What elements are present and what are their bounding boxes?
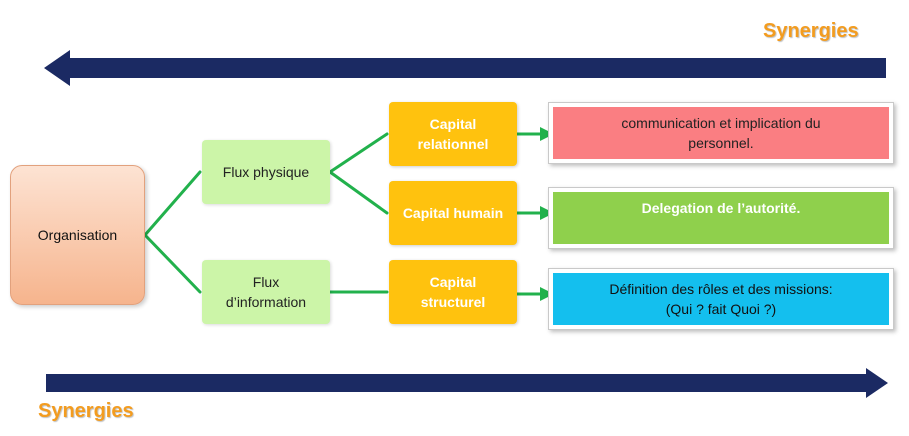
capital-relationnel-label-line2: relationnel [417,136,489,152]
communication-text-line2: personnel. [688,135,754,151]
connector-flux-physique-capital-relationnel [328,132,389,174]
arrowhead-delegation [540,206,554,220]
flux-information-label-line2: d’information [225,294,307,310]
definition-text-line1: Définition des rôles et des missions: [609,281,833,297]
arrowhead-definition [540,287,554,301]
capital-humain-node: Capital humain [389,181,517,245]
capital-structurel-label-line1: Capital [429,274,477,290]
connector-org-flux-physique [143,170,202,237]
delegation-text: Delegation de l’autorité. [641,200,801,216]
arrowhead-communication [540,127,554,141]
synergies-bottom-label: Synergies [38,400,134,422]
communication-text-line1: communication et implication du [621,115,821,131]
connector-flux-physique-capital-humain [328,170,389,215]
capital-relationnel-node: Capital relationnel [389,102,517,166]
synergies-top-label: Synergies [763,20,859,42]
connector-org-flux-information [143,233,202,294]
delegation-outcome-card: Delegation de l’autorité. [548,187,894,249]
capital-humain-label: Capital humain [402,205,504,221]
capital-structurel-node: Capital structurel [389,260,517,324]
flux-physique-label: Flux physique [222,164,310,180]
synergies-top-arrow [44,50,886,86]
organisation-label: Organisation [37,227,118,243]
definition-text-line2: (Qui ? fait Quoi ?) [665,301,777,317]
communication-outcome-card: communication et implication du personne… [548,102,894,164]
flux-information-label-line1: Flux [252,274,280,290]
organisation-node: Organisation [10,165,145,305]
capital-relationnel-label-line1: Capital [429,116,477,132]
definition-outcome-card: Définition des rôles et des missions: (Q… [548,268,894,330]
flux-information-node: Flux d’information [202,260,330,324]
synergies-bottom-arrow [46,368,888,398]
capital-structurel-label-line2: structurel [420,294,486,310]
flux-physique-node: Flux physique [202,140,330,204]
